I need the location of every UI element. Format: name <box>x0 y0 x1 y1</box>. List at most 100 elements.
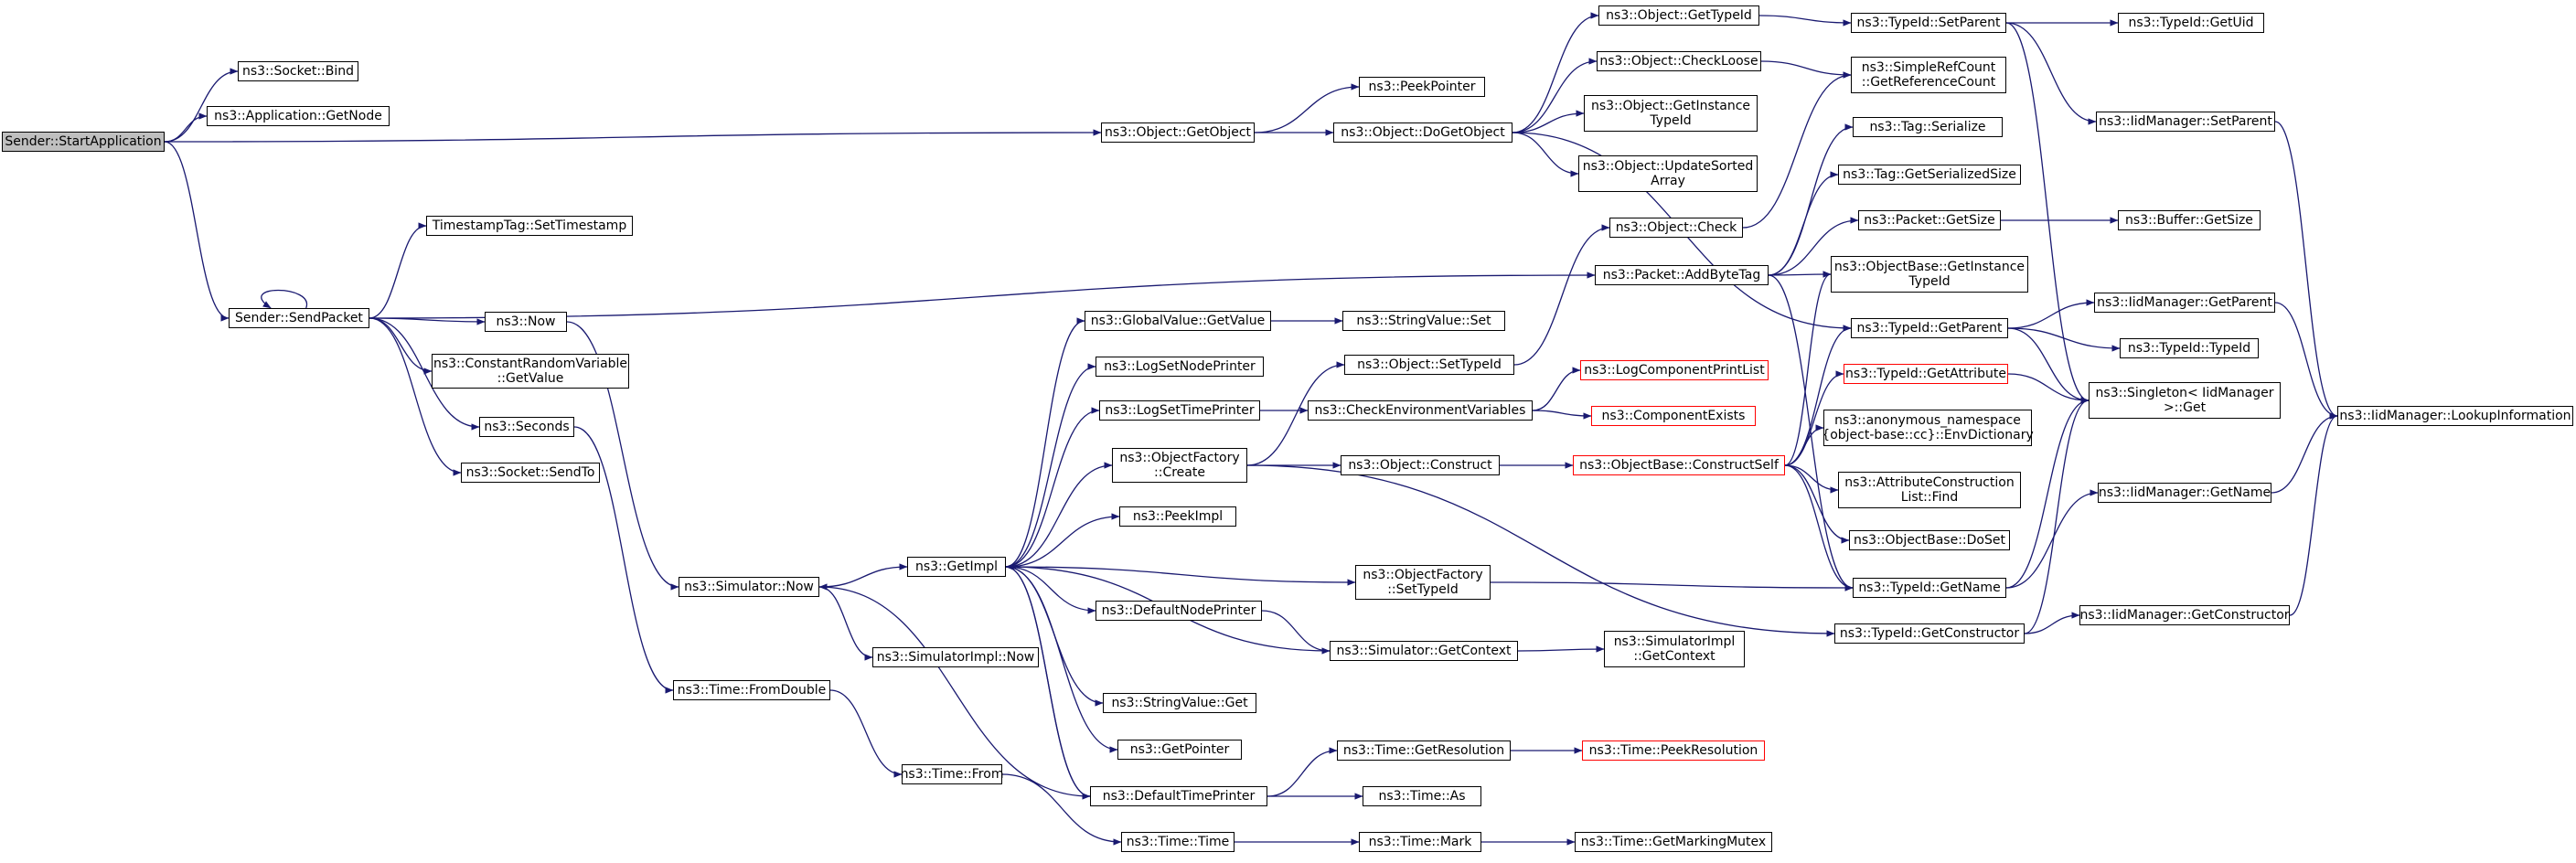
node-globalvalue-getvalue[interactable]: ns3::GlobalValue::GetValue <box>1085 311 1271 331</box>
node-sender-sendpacket[interactable]: Sender::SendPacket <box>229 308 369 328</box>
node-getimpl[interactable]: ns3::GetImpl <box>907 557 1006 577</box>
node-time-fromdouble[interactable]: ns3::Time::FromDouble <box>673 680 830 700</box>
node-object-settypeid[interactable]: ns3::Object::SetTypeId <box>1344 355 1514 375</box>
edge-of_create-to-obj_settypeid <box>1246 361 1345 466</box>
edge-obj_check-to-simplerefcount <box>1742 71 1852 229</box>
node-singleton-iidmanager-get[interactable]: ns3::Singleton< IidManager >::Get <box>2089 382 2281 419</box>
edge-obj_settypeid-to-obj_check <box>1513 224 1610 366</box>
node-object-updatesortedarray[interactable]: ns3::Object::UpdateSorted Array <box>1578 155 1758 192</box>
node-packet-getsize[interactable]: ns3::Packet::GetSize <box>1858 210 2001 230</box>
node-timestamptag-settimestamp[interactable]: TimestampTag::SetTimestamp <box>426 216 633 236</box>
node-objectfactory-settypeid[interactable]: ns3::ObjectFactory ::SetTypeId <box>1355 565 1491 600</box>
node-typeid-getname[interactable]: ns3::TypeId::GetName <box>1853 578 2006 598</box>
node-peekimpl[interactable]: ns3::PeekImpl <box>1119 506 1236 527</box>
node-object-gettypeid[interactable]: ns3::Object::GetTypeId <box>1598 5 1759 26</box>
edge-time_from-to-time_time <box>1001 773 1122 846</box>
node-typeid-getconstructor[interactable]: ns3::TypeId::GetConstructor <box>1834 623 2025 644</box>
node-object-getinstancetypeid[interactable]: ns3::Object::GetInstance TypeId <box>1584 95 1758 132</box>
node-stringvalue-get[interactable]: ns3::StringValue::Get <box>1103 693 1256 713</box>
node-iidmanager-getparent[interactable]: ns3::IidManager::GetParent <box>2094 293 2275 313</box>
edge-getimpl-to-peekimpl <box>1005 513 1120 568</box>
edge-getimpl-to-getpointer <box>1005 566 1118 753</box>
node-ns3-seconds[interactable]: ns3::Seconds <box>479 417 574 437</box>
node-checkenvironmentvariables[interactable]: ns3::CheckEnvironmentVariables <box>1308 400 1533 421</box>
node-time-mark[interactable]: ns3::Time::Mark <box>1359 832 1481 852</box>
node-typeid-getuid[interactable]: ns3::TypeId::GetUid <box>2118 13 2264 33</box>
node-peekpointer[interactable]: ns3::PeekPointer <box>1359 77 1485 97</box>
node-socket-sendto[interactable]: ns3::Socket::SendTo <box>461 463 600 483</box>
edge-sim_now-to-simimpl_now <box>818 586 873 661</box>
edge-typeid_setparent-to-singleton_get <box>2005 22 2090 404</box>
node-packet-addbytetag[interactable]: ns3::Packet::AddByteTag <box>1595 265 1769 285</box>
edge-getimpl-to-logsettimeprinter <box>1005 407 1100 568</box>
node-tag-getserializedsize[interactable]: ns3::Tag::GetSerializedSize <box>1838 165 2021 185</box>
node-simulator-getcontext[interactable]: ns3::Simulator::GetContext <box>1330 641 1518 661</box>
node-objectbase-constructself[interactable]: ns3::ObjectBase::ConstructSelf <box>1573 455 1785 475</box>
node-logcomponentprintlist[interactable]: ns3::LogComponentPrintList <box>1580 360 1769 380</box>
node-application-getnode[interactable]: ns3::Application::GetNode <box>207 106 390 126</box>
node-time-as[interactable]: ns3::Time::As <box>1363 786 1481 806</box>
node-object-getobject[interactable]: ns3::Object::GetObject <box>1101 123 1255 143</box>
node-componentexists[interactable]: ns3::ComponentExists <box>1591 406 1756 426</box>
edge-checkenvvars-to-componentexists <box>1532 410 1592 420</box>
node-socket-bind[interactable]: ns3::Socket::Bind <box>238 61 358 81</box>
node-defaulttimeprinter[interactable]: ns3::DefaultTimePrinter <box>1090 786 1267 806</box>
node-typeid-typeid[interactable]: ns3::TypeId::TypeId <box>2120 338 2259 358</box>
edge-now-to-sim_now <box>566 321 679 591</box>
node-simulatorimpl-now[interactable]: ns3::SimulatorImpl::Now <box>872 647 1039 667</box>
node-buffer-getsize[interactable]: ns3::Buffer::GetSize <box>2118 210 2261 230</box>
edge-checkenvvars-to-logcomponentprintlist <box>1532 367 1581 411</box>
edge-getimpl-to-gv_getvalue <box>1005 317 1085 568</box>
edge-objbase_constructself-to-typeid_getparent <box>1784 325 1852 466</box>
node-envdictionary[interactable]: ns3::anonymous_namespace {object-base::c… <box>1822 410 2034 446</box>
node-objectbase-getinstancetypeid[interactable]: ns3::ObjectBase::GetInstance TypeId <box>1831 256 2028 293</box>
node-typeid-setparent[interactable]: ns3::TypeId::SetParent <box>1851 13 2006 33</box>
node-iidmanager-getconstructor[interactable]: ns3::IidManager::GetConstructor <box>2079 605 2290 625</box>
node-tag-serialize[interactable]: ns3::Tag::Serialize <box>1853 117 2003 137</box>
edge-typeid_getparent-to-singleton_get <box>2007 327 2090 404</box>
edge-typeid_getname-to-iidmanager_getname <box>2005 489 2099 589</box>
edge-getimpl-to-of_create <box>1005 462 1113 568</box>
edge-typeid_getconstructor-to-iidmanager_getconstructor <box>2024 612 2080 634</box>
node-typeid-getattribute[interactable]: ns3::TypeId::GetAttribute <box>1844 364 2008 384</box>
node-objectfactory-create[interactable]: ns3::ObjectFactory ::Create <box>1112 448 1247 483</box>
node-typeid-getparent[interactable]: ns3::TypeId::GetParent <box>1851 318 2008 338</box>
node-time-from[interactable]: ns3::Time::From <box>901 764 1003 784</box>
node-object-dogetobject[interactable]: ns3::Object::DoGetObject <box>1333 123 1512 143</box>
node-attributeconstructionlist-find[interactable]: ns3::AttributeConstruction List::Find <box>1838 472 2021 508</box>
node-constantrandomvariable-getvalue[interactable]: ns3::ConstantRandomVariable ::GetValue <box>432 354 629 389</box>
edge-objbase_constructself-to-objbase_doset <box>1784 464 1850 544</box>
node-objectbase-doset[interactable]: ns3::ObjectBase::DoSet <box>1849 530 2010 550</box>
edge-defaultnodeprinter-to-sim_getcontext <box>1261 610 1331 655</box>
edge-packet_addbytetag-to-tag_getserializedsize <box>1768 171 1839 276</box>
node-logsetnodeprinter[interactable]: ns3::LogSetNodePrinter <box>1096 357 1264 377</box>
edge-start_app-to-app_getnode <box>164 112 208 143</box>
node-ns3-now[interactable]: ns3::Now <box>485 312 567 332</box>
node-object-checkloose[interactable]: ns3::Object::CheckLoose <box>1597 51 1761 71</box>
node-iidmanager-setparent[interactable]: ns3::IidManager::SetParent <box>2096 112 2275 132</box>
edge-seconds-to-time_fromdouble <box>573 426 674 694</box>
node-time-getresolution[interactable]: ns3::Time::GetResolution <box>1337 740 1511 761</box>
edge-getimpl-to-logsetnodeprinter <box>1005 363 1096 568</box>
node-simplerefcount-getreferencecount[interactable]: ns3::SimpleRefCount ::GetReferenceCount <box>1851 57 2006 93</box>
edge-typeid_getconstructor-to-singleton_get <box>2024 397 2090 634</box>
node-stringvalue-set[interactable]: ns3::StringValue::Set <box>1342 311 1505 331</box>
node-iidmanager-lookupinformation[interactable]: ns3::IidManager::LookupInformation <box>2337 406 2573 426</box>
edge-send_packet-to-packet_addbytetag <box>369 272 1596 319</box>
node-simulatorimpl-getcontext[interactable]: ns3::SimulatorImpl ::GetContext <box>1604 631 1745 667</box>
node-time-peekresolution[interactable]: ns3::Time::PeekResolution <box>1582 740 1765 761</box>
node-iidmanager-getname[interactable]: ns3::IidManager::GetName <box>2098 483 2271 503</box>
node-time-getmarkingmutex[interactable]: ns3::Time::GetMarkingMutex <box>1575 832 1772 852</box>
node-object-construct[interactable]: ns3::Object::Construct <box>1341 455 1500 475</box>
node-getpointer[interactable]: ns3::GetPointer <box>1117 740 1242 760</box>
node-time-time[interactable]: ns3::Time::Time <box>1121 832 1235 852</box>
edge-objbase_constructself-to-attrconstructionlist_find <box>1784 464 1839 494</box>
node-logsettimeprinter[interactable]: ns3::LogSetTimePrinter <box>1099 400 1260 421</box>
node-simulator-now[interactable]: ns3::Simulator::Now <box>679 577 819 597</box>
node-object-check[interactable]: ns3::Object::Check <box>1609 218 1743 238</box>
edge-typeid_setparent-to-iidmanager_setparent <box>2005 22 2097 125</box>
edge-defaulttimeprinter-to-sim_now <box>818 583 1091 797</box>
edge-iidmanager_getparent-to-iidmanager_lookupinformation <box>2274 302 2338 420</box>
edge-packet_addbytetag-to-tag_serialize <box>1768 123 1854 276</box>
node-defaultnodeprinter[interactable]: ns3::DefaultNodePrinter <box>1096 601 1262 621</box>
